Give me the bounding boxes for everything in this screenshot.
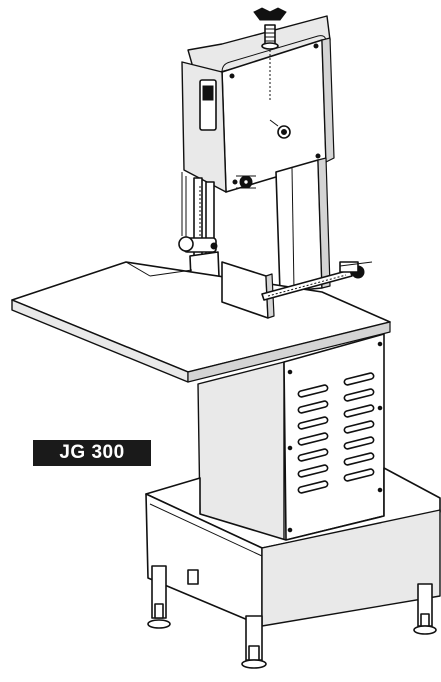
tension-knob: [253, 7, 287, 50]
legs: [147, 565, 437, 669]
base: [145, 467, 441, 627]
column: [275, 157, 331, 293]
vent-slots-right: [343, 372, 375, 482]
vent-slots-left: [297, 384, 329, 494]
cabinet: [197, 333, 385, 541]
fence: [221, 261, 373, 319]
model-label: JG 300: [33, 440, 151, 466]
